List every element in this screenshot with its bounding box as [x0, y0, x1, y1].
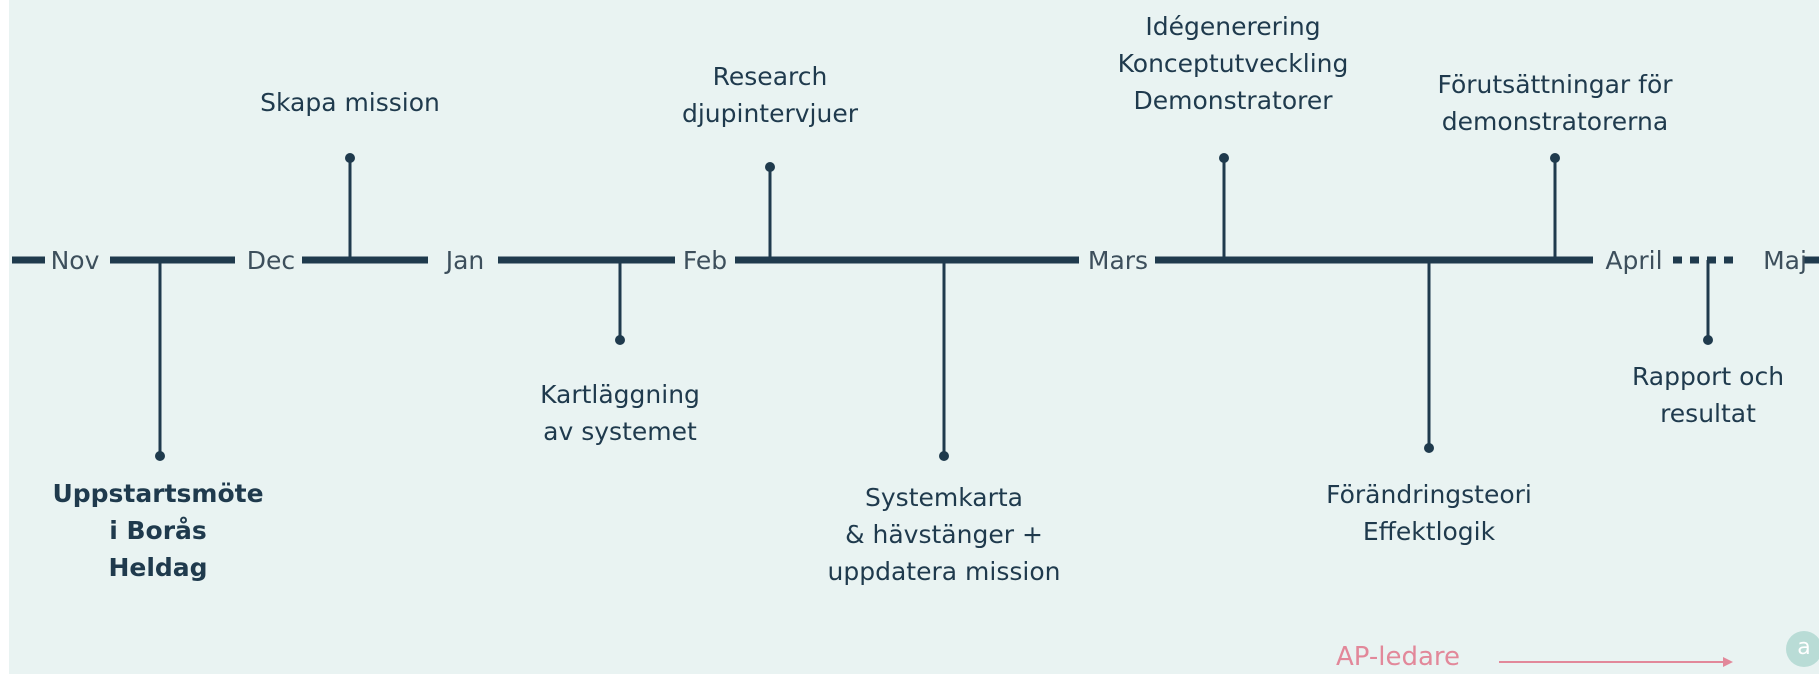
milestone-skapa-mission-label: Skapa mission: [260, 84, 440, 121]
milestone-forutsattningar-label: Förutsättningar för demonstratorerna: [1437, 66, 1672, 140]
timeline-svg: Nov Dec Jan Feb Mars April Maj: [12, 153, 1819, 667]
milestone-dot: [765, 162, 775, 172]
milestone-label-line: Demonstratorer: [1133, 86, 1333, 115]
month-label: April: [1605, 246, 1662, 275]
milestone-label-line: demonstratorerna: [1441, 107, 1669, 136]
milestone-uppstart-label: Uppstartsmöte i Borås Heldag: [52, 475, 263, 586]
milestone-label-line: djupintervjuer: [681, 99, 859, 128]
milestone-label-line: i Borås: [109, 516, 207, 545]
milestone-kartlaggning-label: Kartläggning av systemet: [540, 376, 700, 450]
milestone-label-line: Förutsättningar för: [1437, 70, 1673, 99]
timeline-diagram: Nov Dec Jan Feb Mars April Maj Uppstartsmöte i…: [9, 0, 1819, 674]
milestone-dot: [1550, 153, 1560, 163]
ap-ledare-label: AP-ledare: [1336, 642, 1461, 672]
milestone-dot: [1703, 335, 1713, 345]
milestone-label-line: resultat: [1660, 399, 1756, 428]
milestone-dot: [1219, 153, 1229, 163]
month-label: Feb: [683, 246, 727, 275]
milestone-label-line: Heldag: [108, 553, 208, 582]
milestone-rapport-label: Rapport och resultat: [1632, 358, 1784, 432]
arrow-right-icon: [1723, 657, 1733, 667]
milestone-label-line: Uppstartsmöte: [52, 479, 264, 508]
milestone-label-line: Systemkarta: [865, 483, 1023, 512]
month-label: Mars: [1088, 246, 1148, 275]
month-label: Nov: [51, 246, 100, 275]
milestone-label-line: Skapa mission: [260, 88, 440, 117]
milestone-dot: [615, 335, 625, 345]
milestone-dot: [1424, 443, 1434, 453]
milestone-forandringsteori-label: Förändringsteori Effektlogik: [1326, 476, 1532, 550]
logo-icon: a: [1786, 631, 1819, 667]
month-label: Maj: [1763, 246, 1807, 275]
milestone-label-line: Idégenerering: [1145, 12, 1321, 41]
milestone-label-line: & hävstänger +: [845, 520, 1043, 549]
milestone-label-line: Research: [712, 62, 828, 91]
month-label: Jan: [444, 246, 485, 275]
milestone-dot: [155, 451, 165, 461]
month-label: Dec: [247, 246, 295, 275]
milestone-label-line: Konceptutveckling: [1117, 49, 1349, 78]
milestone-systemkarta-label: Systemkarta & hävstänger + uppdatera mis…: [828, 479, 1061, 590]
milestone-label-line: av systemet: [543, 417, 697, 446]
milestone-research-label: Research djupintervjuer: [682, 58, 858, 132]
milestone-idegenerering-label: Idégenerering Konceptutveckling Demonstr…: [1118, 8, 1349, 119]
milestone-dot: [345, 153, 355, 163]
milestone-label-line: uppdatera mission: [827, 557, 1061, 586]
milestone-label-line: Rapport och: [1631, 362, 1785, 391]
milestone-dot: [939, 451, 949, 461]
milestone-label-line: Förändringsteori: [1326, 480, 1532, 509]
milestone-label-line: Kartläggning: [540, 380, 700, 409]
milestone-label-line: Effektlogik: [1362, 517, 1496, 546]
